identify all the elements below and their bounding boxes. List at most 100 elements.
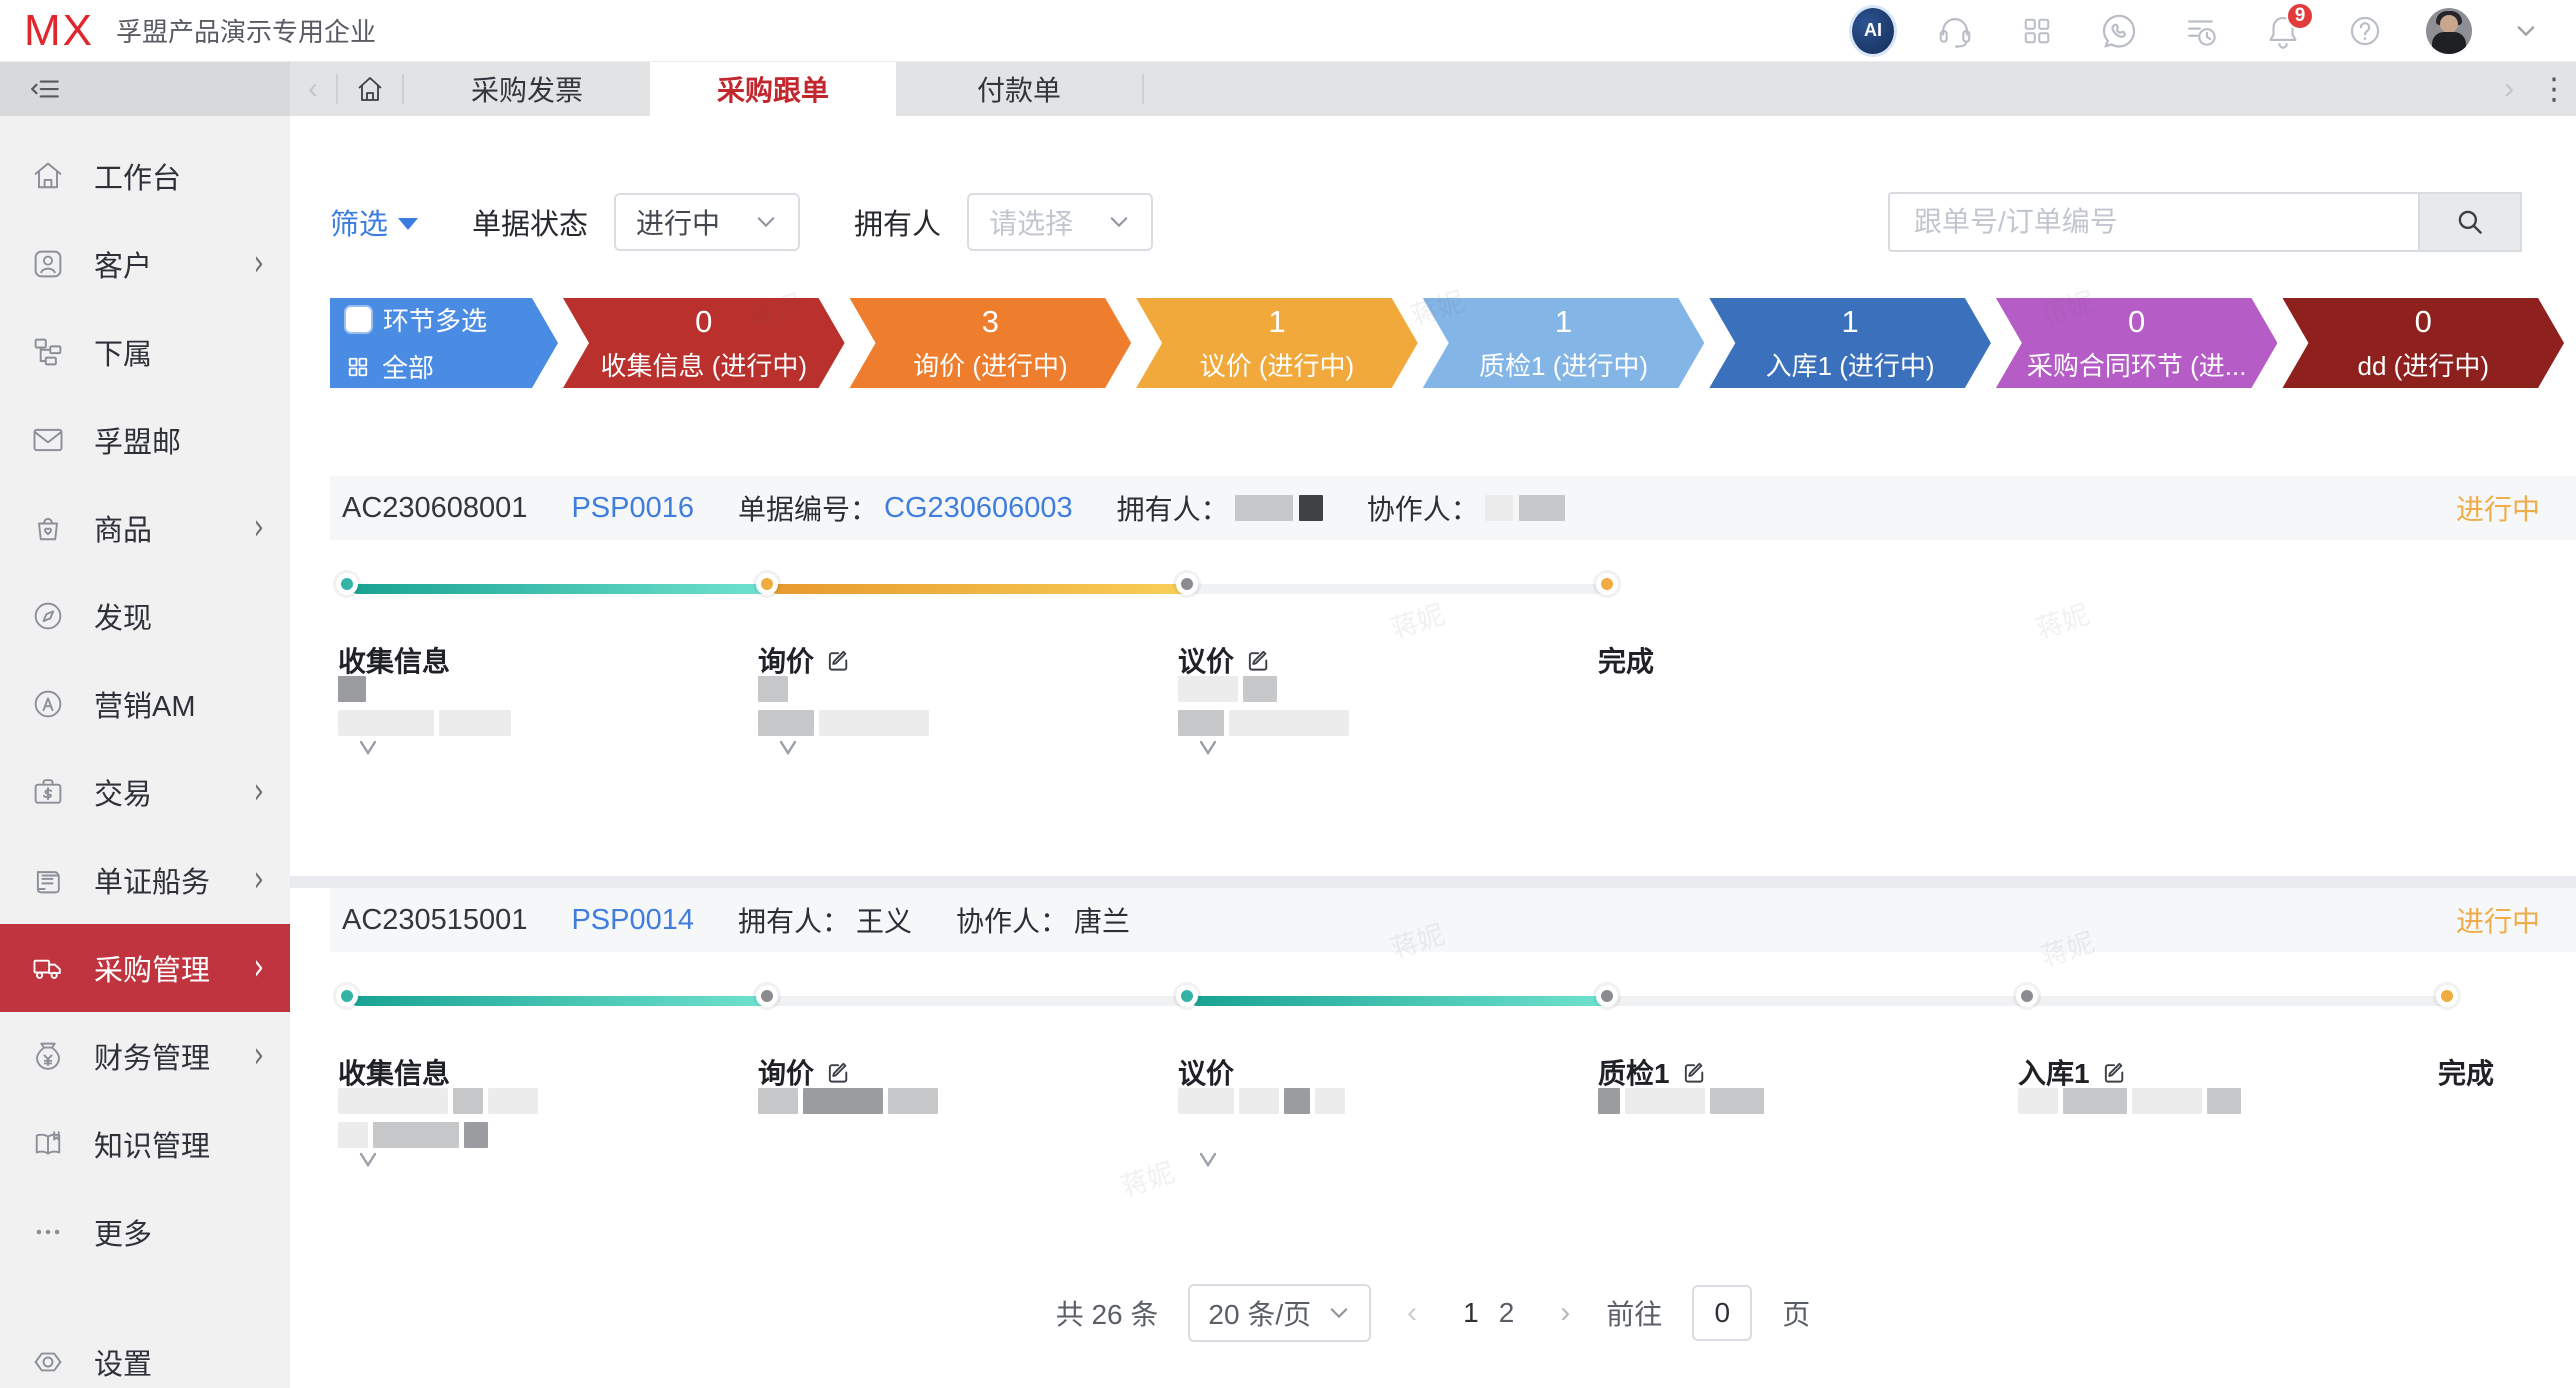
sidebar-item-trade[interactable]: 交易› <box>0 748 290 836</box>
order-ref-link[interactable]: PSP0016 <box>571 491 694 524</box>
redacted-text-block <box>2207 1088 2241 1114</box>
sidebar-item-workbench[interactable]: 工作台 <box>0 132 290 220</box>
sidebar-item-customers[interactable]: 客户› <box>0 220 290 308</box>
tab-2[interactable]: 采购跟单 <box>650 62 896 116</box>
node-name: 议价 <box>1178 1058 1235 1089</box>
doc-number-link[interactable]: CG230606003 <box>884 491 1073 524</box>
redacted-text-block <box>888 1088 938 1114</box>
sidebar-item-label: 财务管理 <box>94 1043 211 1075</box>
stage-all-segment[interactable]: 环节多选 全部 <box>330 298 558 388</box>
expand-node-details-icon[interactable] <box>1190 1150 1226 1174</box>
stage-count: 1 <box>1841 303 1859 339</box>
edit-icon[interactable] <box>1244 647 1271 674</box>
tab-1[interactable]: 采购发票 <box>470 75 583 106</box>
sidebar-item-shipping-docs[interactable]: 单证船务› <box>0 836 290 924</box>
sidebar-item-label: 交易 <box>94 779 153 811</box>
redacted-detail-line <box>338 710 511 736</box>
edit-icon[interactable] <box>824 647 851 674</box>
apps-grid-icon[interactable] <box>2016 10 2058 52</box>
sidebar-item-more[interactable]: 更多 <box>0 1188 290 1276</box>
prev-page-icon[interactable]: ‹ <box>1407 1296 1418 1329</box>
tabs-scroll-left-icon[interactable]: ‹ <box>308 72 318 105</box>
redacted-text-block <box>464 1122 488 1148</box>
sidebar-item-settings[interactable]: 设置 <box>0 1318 290 1388</box>
goto-page-input[interactable] <box>1692 1285 1753 1341</box>
edit-icon[interactable] <box>824 1059 851 1086</box>
doc-number-label: 单据编号： <box>738 494 879 525</box>
sidebar-item-label: 采购管理 <box>94 955 211 987</box>
page-number-2[interactable]: 2 <box>1498 1297 1515 1328</box>
edit-icon[interactable] <box>2100 1059 2127 1086</box>
sidebar-item-label: 知识管理 <box>94 1131 211 1163</box>
page-suffix: 页 <box>1782 1299 1811 1330</box>
avatar[interactable] <box>2426 7 2472 54</box>
owner-filter-label: 拥有人 <box>854 209 942 241</box>
owner-select[interactable]: 请选择 <box>967 193 1154 251</box>
expand-node-details-icon[interactable] <box>1190 738 1226 762</box>
customers-icon <box>34 250 62 278</box>
home-tab-icon[interactable] <box>338 62 402 116</box>
owner-pair: 拥有人： <box>1117 488 1323 528</box>
expand-node-details-icon[interactable] <box>770 738 806 762</box>
redacted-detail-line <box>1178 1088 1345 1114</box>
tab-3[interactable]: 付款单 <box>976 75 1061 106</box>
redacted-text-block <box>1178 1088 1234 1114</box>
redacted-detail-line <box>2018 1088 2241 1114</box>
sidebar-item-label: 商品 <box>94 515 153 547</box>
stage-count: 1 <box>1268 303 1286 339</box>
redacted-detail-line <box>1598 1088 1764 1114</box>
stage-multiselect-checkbox[interactable] <box>346 307 371 332</box>
sidebar-item-knowledge[interactable]: 知识管理 <box>0 1100 290 1188</box>
help-icon[interactable] <box>2344 10 2386 52</box>
sidebar-item-purchase[interactable]: 采购管理› <box>0 924 290 1012</box>
expand-node-details-icon[interactable] <box>350 738 386 762</box>
next-page-icon[interactable]: › <box>1560 1296 1571 1329</box>
redacted-detail-line <box>758 710 929 736</box>
sidebar-item-subordinates[interactable]: 下属 <box>0 308 290 396</box>
search-input[interactable] <box>1888 192 2418 252</box>
phone-icon[interactable] <box>2098 10 2140 52</box>
sidebar-item-products[interactable]: 商品› <box>0 484 290 572</box>
filter-toggle[interactable]: 筛选 <box>330 201 419 243</box>
redacted-detail-line <box>758 1088 938 1114</box>
headset-icon[interactable] <box>1934 10 1976 52</box>
search-button[interactable] <box>2418 192 2522 252</box>
node-name: 询价 <box>758 646 815 677</box>
redacted-text-block <box>1284 1088 1310 1114</box>
timeline-segment <box>352 584 772 594</box>
sidebar-collapse-button[interactable] <box>0 62 290 116</box>
page-size-select[interactable]: 20 条/页 <box>1188 1284 1372 1342</box>
expand-node-details-icon[interactable] <box>350 1150 386 1174</box>
tab-options-icon[interactable]: ⋮ <box>2539 72 2569 106</box>
sidebar-item-fumeng-mail[interactable]: 孚盟邮 <box>0 396 290 484</box>
stage-count: 0 <box>2128 303 2146 339</box>
order-ref-link[interactable]: PSP0014 <box>571 903 694 936</box>
page-number-1[interactable]: 1 <box>1463 1297 1479 1328</box>
sidebar-item-finance[interactable]: 财务管理› <box>0 1012 290 1100</box>
task-clock-icon[interactable] <box>2180 10 2222 52</box>
chevron-down-icon[interactable] <box>2512 10 2540 52</box>
redacted-text-block <box>1239 1088 1279 1114</box>
filter-row: 筛选 单据状态 进行中 拥有人 请选择 <box>330 192 2522 252</box>
status-select[interactable]: 进行中 <box>614 193 801 251</box>
node-name: 入库1 <box>2018 1058 2090 1089</box>
sidebar-item-marketing-am[interactable]: 营销AM <box>0 660 290 748</box>
edit-icon[interactable] <box>1680 1059 1707 1086</box>
sidebar-item-discover[interactable]: 发现 <box>0 572 290 660</box>
mx-logo: MX <box>24 5 94 55</box>
ai-assistant-icon[interactable]: AI <box>1852 7 1894 54</box>
redacted-detail-line <box>758 676 788 702</box>
bell-icon[interactable]: 9 <box>2262 1 2314 52</box>
timeline-node-label: 入库1 <box>2018 1052 2127 1092</box>
tabs-scroll-right-icon[interactable]: › <box>2504 72 2514 105</box>
